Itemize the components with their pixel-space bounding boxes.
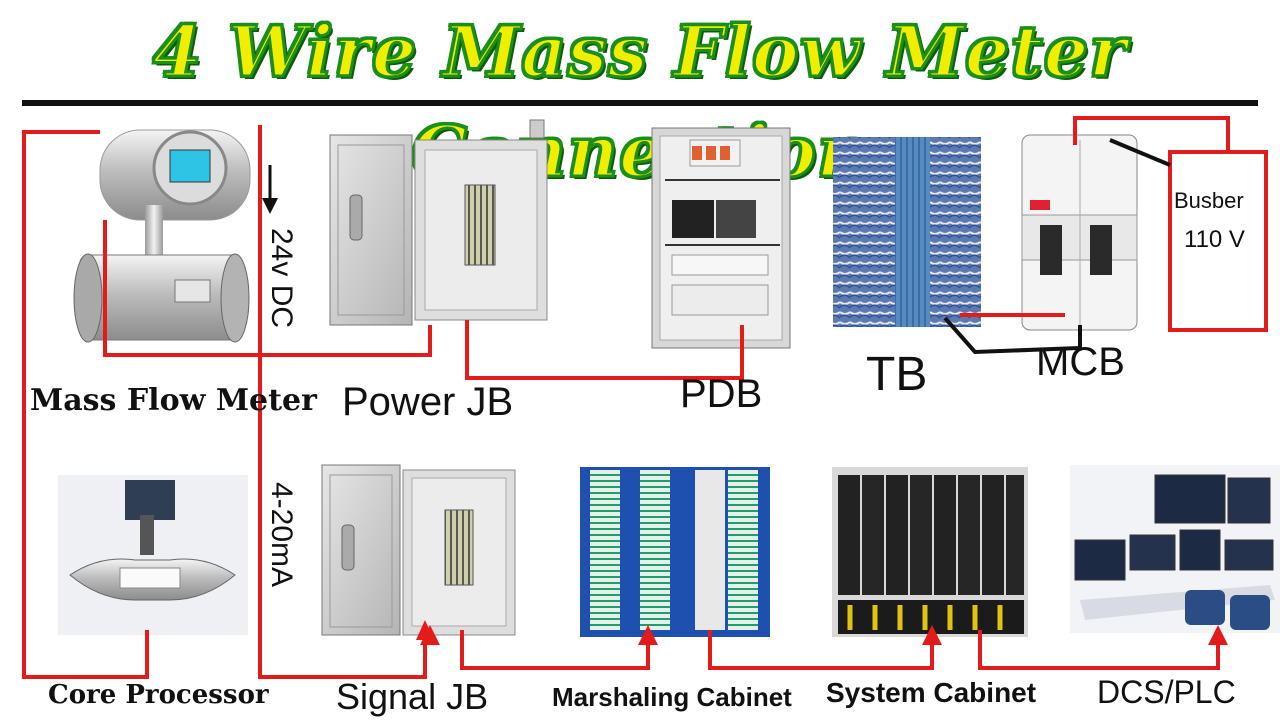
- black-wires: [943, 138, 1171, 355]
- page-title: 4 Wire Mass Flow Meter Connection: [151, 9, 1128, 195]
- dcs-plc-image: [1070, 465, 1280, 633]
- mcb-label: MCB: [1036, 340, 1125, 384]
- system-cabinet-label: System Cabinet: [826, 677, 1037, 708]
- tb-image: [833, 137, 981, 327]
- busbar-voltage-label: 110 V: [1184, 226, 1245, 253]
- busbar-box: [1168, 150, 1268, 332]
- arrow-heads: [416, 620, 1228, 645]
- mcb-image: [1021, 134, 1138, 331]
- power-jb-image: [329, 119, 548, 326]
- pdb-label: PDB: [680, 372, 763, 416]
- analog-signal-label: 4-20mA: [265, 482, 298, 588]
- pdb-image: [651, 127, 791, 349]
- title-underline: [22, 100, 1258, 106]
- dcs-plc-label: DCS/PLC: [1097, 674, 1236, 710]
- busbar-label: Busber: [1174, 188, 1244, 213]
- power-jb-label: Power JB: [342, 380, 514, 424]
- marshaling-cabinet-label: Marshaling Cabinet: [552, 682, 792, 712]
- mass-flow-meter-label: Mass Flow Meter: [30, 383, 317, 418]
- core-processor-image: [58, 475, 248, 635]
- title-banner: 4 Wire Mass Flow Meter Connection: [0, 0, 1280, 195]
- signal-jb-label: Signal JB: [336, 676, 489, 717]
- marshaling-cabinet-image: [580, 467, 770, 637]
- down-arrow-icon: [262, 165, 278, 214]
- red-wires: [22, 116, 1230, 679]
- mass-flow-meter-image: [73, 129, 251, 343]
- system-cabinet-image: [832, 467, 1028, 637]
- core-processor-label: Core Processor: [48, 680, 269, 710]
- tb-label: TB: [866, 348, 928, 401]
- power-signal-label: 24v DC: [265, 228, 298, 329]
- signal-jb-image: [321, 464, 516, 636]
